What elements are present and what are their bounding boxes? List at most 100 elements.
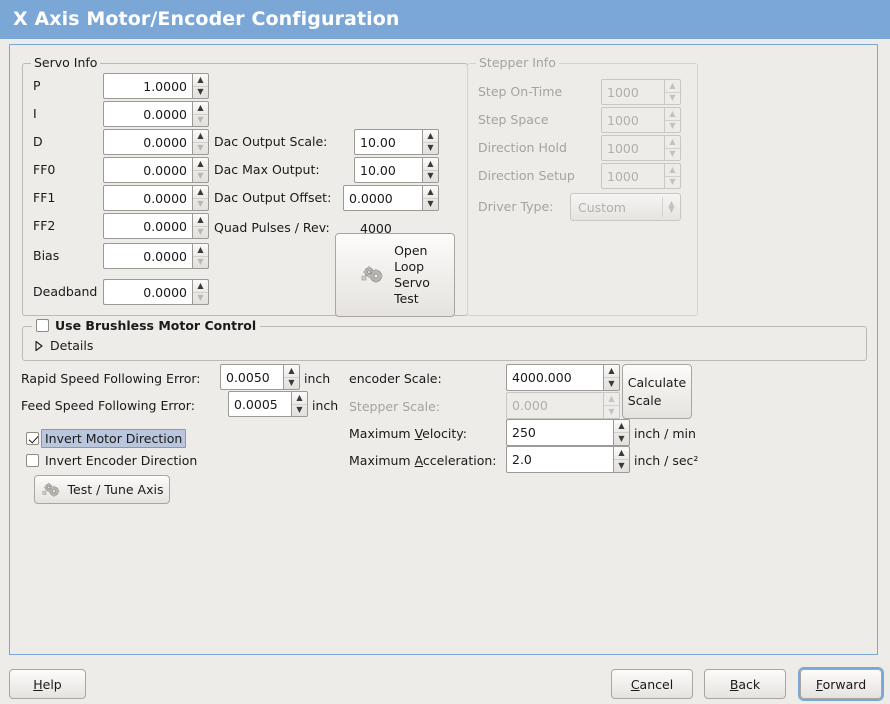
maximum-acceleration-value[interactable]: 2.0	[506, 446, 613, 473]
spin-up-icon[interactable]: ▲	[618, 421, 625, 430]
open-loop-servo-test-button[interactable]: Open Loop Servo Test	[335, 233, 455, 317]
spin-up-icon[interactable]: ▲	[197, 186, 204, 196]
help-button[interactable]: Help	[9, 669, 86, 699]
cancel-button[interactable]: Cancel	[611, 669, 693, 699]
spin-down-icon[interactable]: ▼	[423, 169, 438, 183]
spin-up-icon[interactable]: ▲	[197, 130, 204, 140]
rapid-error-buttons[interactable]: ▲ ▼	[283, 364, 300, 390]
checkbox-box[interactable]	[26, 432, 39, 445]
servo-spin-ff1[interactable]: 0.0000 ▲ ▼	[103, 185, 209, 211]
maximum-acceleration-unit: inch / sec²	[634, 453, 699, 468]
step-on-time-buttons: ▲ ▼	[664, 79, 681, 105]
servo-spin-deadband-value[interactable]: 0.0000	[103, 279, 192, 305]
back-button[interactable]: Back	[704, 669, 786, 699]
checkbox-box[interactable]	[36, 319, 49, 332]
spin-down-icon[interactable]: ▼	[292, 403, 307, 417]
direction-hold-label: Direction Hold	[478, 140, 567, 155]
dac-output-offset-buttons[interactable]: ▲ ▼	[422, 185, 439, 211]
spin-down-icon: ▼	[665, 147, 680, 161]
dac-output-scale-value[interactable]: 10.00	[354, 129, 422, 155]
servo-spin-ff0-buttons[interactable]: ▲ ▼	[192, 157, 209, 183]
maximum-velocity-spin[interactable]: 250 ▲ ▼	[506, 419, 630, 446]
dac-max-output-spin[interactable]: 10.00 ▲ ▼	[354, 157, 439, 183]
servo-spin-i-value[interactable]: 0.0000	[103, 101, 192, 127]
spin-down-icon: ▼	[604, 405, 619, 418]
spin-down-icon[interactable]: ▼	[423, 197, 438, 211]
spin-down-icon[interactable]: ▼	[423, 141, 438, 155]
rapid-speed-following-error-spin[interactable]: 0.0050 ▲ ▼	[220, 364, 300, 390]
servo-spin-ff0[interactable]: 0.0000 ▲ ▼	[103, 157, 209, 183]
dac-output-scale-spin[interactable]: 10.00 ▲ ▼	[354, 129, 439, 155]
rapid-error-unit: inch	[304, 371, 331, 386]
maximum-velocity-value[interactable]: 250	[506, 419, 613, 446]
spin-down-icon[interactable]: ▼	[614, 432, 629, 445]
maximum-acceleration-spin[interactable]: 2.0 ▲ ▼	[506, 446, 630, 473]
servo-spin-bias[interactable]: 0.0000 ▲ ▼	[103, 243, 209, 269]
maximum-velocity-buttons[interactable]: ▲ ▼	[613, 419, 630, 446]
dac-output-scale-buttons[interactable]: ▲ ▼	[422, 129, 439, 155]
spin-down-icon[interactable]: ▼	[284, 376, 299, 390]
spin-down-icon[interactable]: ▼	[604, 377, 619, 390]
servo-spin-d-buttons[interactable]: ▲ ▼	[192, 129, 209, 155]
invert-motor-direction-checkbox[interactable]: Invert Motor Direction	[26, 429, 187, 448]
encoder-scale-buttons[interactable]: ▲ ▼	[603, 364, 620, 391]
rapid-speed-following-error-value[interactable]: 0.0050	[220, 364, 283, 390]
servo-spin-d[interactable]: 0.0000 ▲ ▼	[103, 129, 209, 155]
calculate-scale-button[interactable]: Calculate Scale	[622, 364, 692, 419]
feed-error-buttons[interactable]: ▲ ▼	[291, 391, 308, 417]
spin-up-icon[interactable]: ▲	[618, 448, 625, 457]
checkbox-box[interactable]	[26, 454, 39, 467]
triangle-right-icon[interactable]	[34, 340, 43, 351]
spin-up-icon[interactable]: ▲	[197, 74, 204, 84]
servo-spin-p[interactable]: 1.0000 ▲ ▼	[103, 73, 209, 99]
servo-spin-bias-value[interactable]: 0.0000	[103, 243, 192, 269]
test-tune-axis-button[interactable]: Test / Tune Axis	[34, 475, 170, 504]
servo-spin-ff0-value[interactable]: 0.0000	[103, 157, 192, 183]
servo-spin-i[interactable]: 0.0000 ▲ ▼	[103, 101, 209, 127]
spin-down-icon[interactable]: ▼	[614, 459, 629, 472]
maximum-acceleration-label: Maximum Acceleration:	[349, 454, 496, 468]
servo-spin-i-buttons[interactable]: ▲ ▼	[192, 101, 209, 127]
servo-spin-p-buttons[interactable]: ▲ ▼	[192, 73, 209, 99]
servo-spin-ff2-buttons[interactable]: ▲ ▼	[192, 213, 209, 239]
spin-down-icon[interactable]: ▼	[193, 85, 208, 99]
servo-spin-p-value[interactable]: 1.0000	[103, 73, 192, 99]
servo-spin-deadband-buttons[interactable]: ▲ ▼	[192, 279, 209, 305]
feed-speed-following-error-value[interactable]: 0.0005	[228, 391, 291, 417]
encoder-scale-value[interactable]: 4000.000	[506, 364, 603, 391]
servo-spin-ff2[interactable]: 0.0000 ▲ ▼	[103, 213, 209, 239]
spin-up-icon[interactable]: ▲	[197, 158, 204, 168]
dac-max-output-value[interactable]: 10.00	[354, 157, 422, 183]
servo-spin-ff1-buttons[interactable]: ▲ ▼	[192, 185, 209, 211]
spin-up-icon[interactable]: ▲	[427, 158, 434, 168]
servo-spin-bias-buttons[interactable]: ▲ ▼	[192, 243, 209, 269]
servo-spin-ff1-value[interactable]: 0.0000	[103, 185, 192, 211]
forward-rest: orward	[822, 676, 867, 692]
dac-output-offset-value[interactable]: 0.0000	[343, 185, 422, 211]
spin-up-icon[interactable]: ▲	[197, 244, 204, 254]
invert-encoder-direction-checkbox[interactable]: Invert Encoder Direction	[26, 453, 197, 468]
encoder-scale-spin[interactable]: 4000.000 ▲ ▼	[506, 364, 620, 391]
servo-spin-ff2-value[interactable]: 0.0000	[103, 213, 192, 239]
use-brushless-motor-control-checkbox[interactable]: Use Brushless Motor Control	[32, 318, 261, 333]
servo-spin-d-value[interactable]: 0.0000	[103, 129, 192, 155]
spin-up-icon[interactable]: ▲	[427, 130, 434, 140]
dac-max-output-buttons[interactable]: ▲ ▼	[422, 157, 439, 183]
spin-up-icon[interactable]: ▲	[296, 392, 303, 402]
spin-up-icon[interactable]: ▲	[197, 102, 204, 112]
spin-up-icon[interactable]: ▲	[197, 214, 204, 224]
details-expander[interactable]: Details	[34, 338, 93, 353]
servo-label-p: P	[33, 78, 41, 93]
spin-up-icon[interactable]: ▲	[427, 186, 434, 196]
maximum-acceleration-buttons[interactable]: ▲ ▼	[613, 446, 630, 473]
forward-button[interactable]: Forward	[800, 669, 882, 699]
servo-spin-deadband[interactable]: 0.0000 ▲ ▼	[103, 279, 209, 305]
feed-speed-following-error-spin[interactable]: 0.0005 ▲ ▼	[228, 391, 308, 417]
maximum-velocity-unit: inch / min	[634, 426, 696, 441]
spin-up-icon[interactable]: ▲	[197, 280, 204, 290]
dac-output-offset-spin[interactable]: 0.0000 ▲ ▼	[343, 185, 439, 211]
maximum-acceleration-mnemonic: A	[414, 453, 423, 468]
spin-up-icon[interactable]: ▲	[608, 366, 615, 375]
servo-info-group-label: Servo Info	[31, 56, 101, 69]
spin-up-icon[interactable]: ▲	[288, 365, 295, 375]
